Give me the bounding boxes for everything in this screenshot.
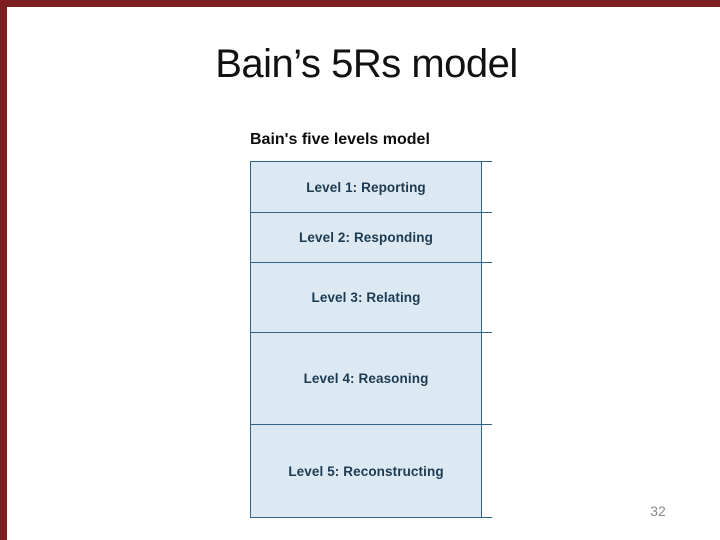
figure-heading: Bain's five levels model bbox=[250, 131, 430, 148]
slide-frame-left bbox=[0, 0, 7, 540]
table-row-level-2: Level 2: Responding bbox=[251, 213, 481, 263]
slide-title: Bain’s 5Rs model bbox=[215, 42, 518, 86]
table-stub-line bbox=[481, 161, 492, 162]
table-row-level-4: Level 4: Reasoning bbox=[251, 333, 481, 425]
table-row-level-3: Level 3: Relating bbox=[251, 263, 481, 333]
table-stub-line bbox=[481, 212, 492, 213]
levels-table: Level 1: Reporting Level 2: Responding L… bbox=[250, 161, 482, 518]
table-row-level-1: Level 1: Reporting bbox=[251, 162, 481, 213]
table-row-level-5: Level 5: Reconstructing bbox=[288, 463, 444, 479]
table-stub-line bbox=[481, 424, 492, 425]
table-stub-line bbox=[481, 517, 492, 518]
page-number: 32 bbox=[650, 503, 666, 519]
slide-frame-top bbox=[0, 0, 720, 7]
table-stub-line bbox=[481, 262, 492, 263]
table-stub-line bbox=[481, 332, 492, 333]
